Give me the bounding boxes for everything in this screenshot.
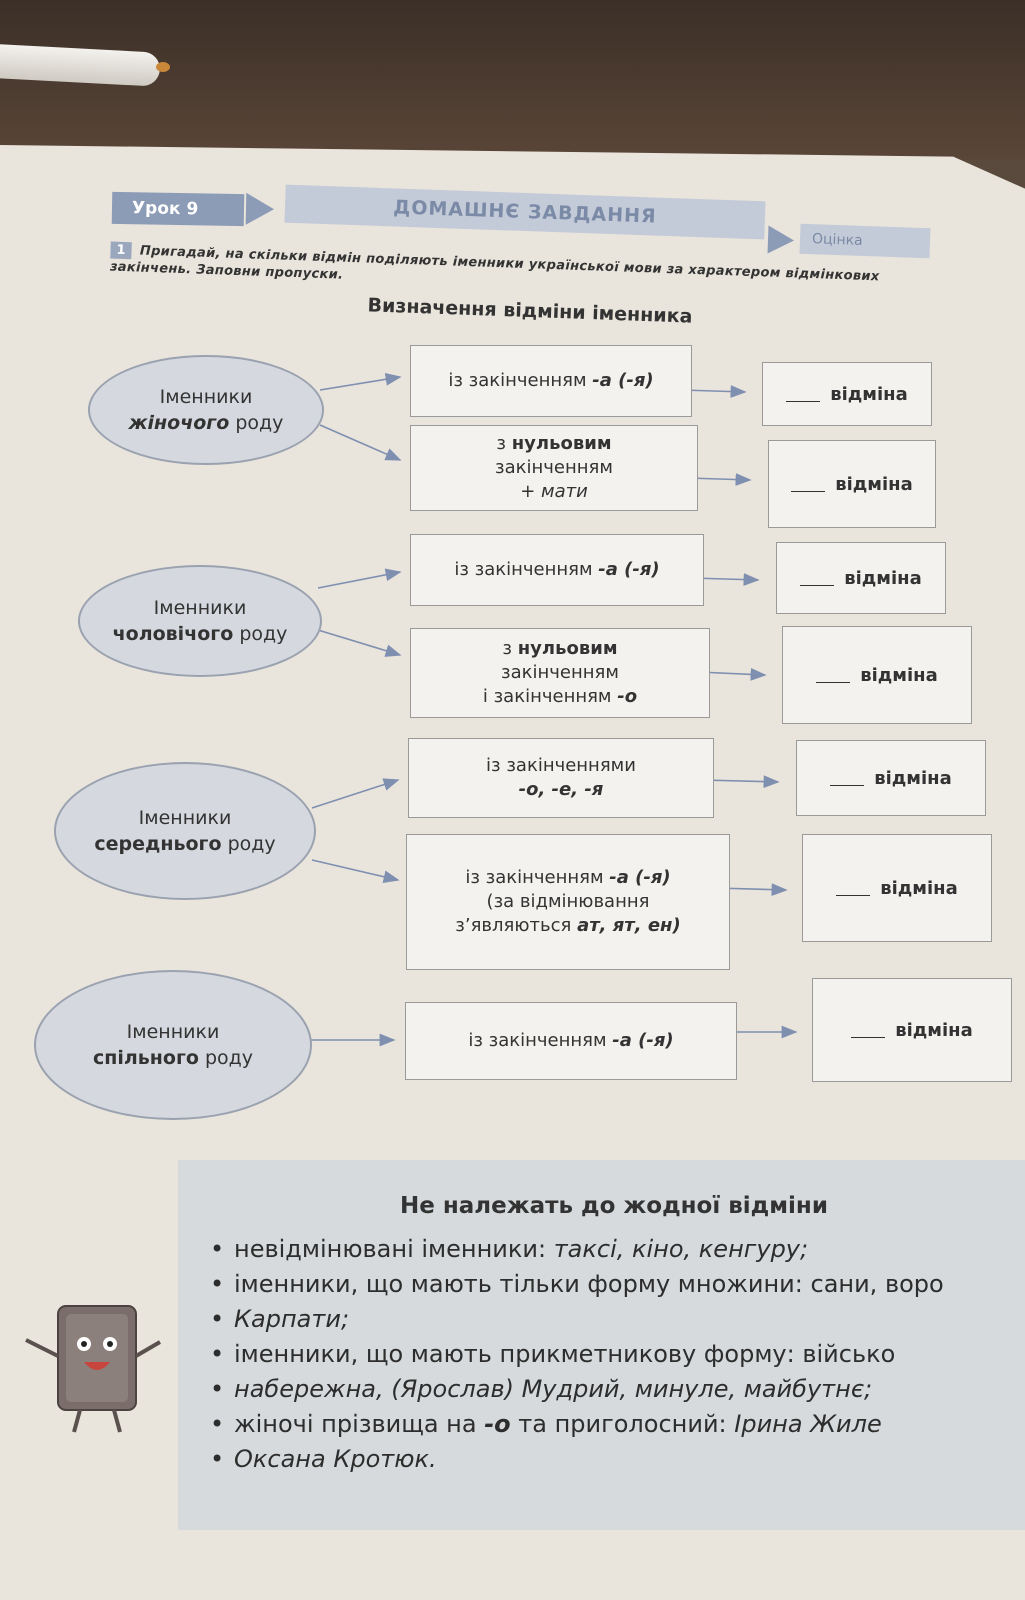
info-item: жіночі прізвища на -о та приголосний: Ір… <box>210 1407 1025 1442</box>
ending-suffix: -а (-я) <box>609 867 671 888</box>
info-text: жіночі прізвища на <box>234 1410 485 1438</box>
ending-text: із закінченням <box>465 867 604 888</box>
ending-box-feminine-2: з нульовим закінченням + мати <box>410 425 698 511</box>
group-neuter: Іменники середнього роду <box>54 762 316 900</box>
info-item-continued: Карпати; <box>210 1302 1025 1337</box>
ending-box-neuter-1: із закінченнями -о, -е, -я <box>408 738 714 818</box>
info-bold: -о <box>484 1410 511 1438</box>
group-common: Іменники спільного роду <box>34 970 312 1120</box>
declension-answer-6[interactable]: відміна <box>802 834 992 942</box>
declension-label: відміна <box>895 1019 973 1041</box>
info-text: та приголосний: <box>510 1410 735 1438</box>
declension-answer-7[interactable]: відміна <box>812 978 1012 1082</box>
group-suffix: роду <box>235 412 284 434</box>
ending-box-common-1: із закінченням -а (-я) <box>405 1002 737 1080</box>
declension-label: відміна <box>844 567 922 589</box>
group-masculine: Іменники чоловічого роду <box>78 565 322 677</box>
group-label: Іменники <box>126 1021 220 1043</box>
ending-text: із закінченнями <box>486 755 636 776</box>
ending-box-neuter-2: із закінченням -а (-я) (за відмінювання … <box>406 834 730 970</box>
task-number: 1 <box>110 241 133 260</box>
info-example: таксі, кіно, кенгуру; <box>553 1235 809 1263</box>
declension-answer-2[interactable]: відміна <box>768 440 936 528</box>
info-item-continued: набережна, (Ярослав) Мудрий, минуле, май… <box>210 1372 1025 1407</box>
declension-answer-4[interactable]: відміна <box>782 626 972 724</box>
ending-text: з <box>496 433 506 454</box>
ending-suffix: -а (-я) <box>598 559 660 580</box>
answer-blank[interactable] <box>851 1023 886 1038</box>
declension-label: відміна <box>874 767 952 789</box>
ending-text: із закінченням <box>468 1030 607 1051</box>
lesson-tag: Урок 9 <box>111 191 245 227</box>
ending-text: закінченням <box>495 457 613 478</box>
pen-tip <box>156 62 170 72</box>
book-mascot-icon <box>25 1305 162 1433</box>
group-label: Іменники <box>159 386 253 408</box>
info-item-continued: Оксана Кротюк. <box>210 1442 1025 1477</box>
desk-background <box>0 0 1025 160</box>
group-feminine: Іменники жіночого роду <box>88 355 324 465</box>
info-example: Карпати; <box>234 1305 350 1333</box>
ending-box-feminine-1: із закінченням -а (-я) <box>410 345 692 417</box>
declension-label: відміна <box>860 664 938 686</box>
declension-answer-5[interactable]: відміна <box>796 740 986 816</box>
answer-blank[interactable] <box>786 387 821 402</box>
ending-box-masculine-2: з нульовим закінченням і закінченням -о <box>410 628 710 718</box>
grade-box: Оцінка <box>799 223 931 259</box>
ending-suffix: ат, ят, ен) <box>577 915 681 936</box>
declension-label: відміна <box>880 877 958 899</box>
ending-suffix: -о, -е, -я <box>518 779 604 800</box>
group-label: Іменники <box>153 597 247 619</box>
ending-suffix: -а (-я) <box>612 1030 674 1051</box>
info-title: Не належать до жодної відміни <box>400 1193 828 1219</box>
declension-answer-1[interactable]: відміна <box>762 362 932 426</box>
answer-blank[interactable] <box>836 881 871 896</box>
group-suffix: роду <box>204 1047 254 1069</box>
grade-arrow-icon <box>767 225 795 255</box>
ending-box-masculine-1: із закінченням -а (-я) <box>410 534 704 606</box>
ending-suffix: -о <box>617 686 638 707</box>
answer-blank[interactable] <box>816 668 851 683</box>
info-item: невідмінювані іменники: таксі, кіно, кен… <box>210 1232 1025 1267</box>
info-item: іменники, що мають прикметникову форму: … <box>210 1337 1025 1372</box>
ending-suffix: -а (-я) <box>592 370 654 391</box>
group-suffix: роду <box>239 623 288 645</box>
info-item: іменники, що мають тільки форму множини:… <box>210 1267 1025 1302</box>
ending-text: закінченням <box>501 662 619 683</box>
info-example: Оксана Кротюк. <box>234 1445 437 1473</box>
ending-text: із закінченням <box>448 370 587 391</box>
group-gender: спільного <box>92 1047 199 1069</box>
group-suffix: роду <box>227 833 276 855</box>
info-list: невідмінювані іменники: таксі, кіно, кен… <box>210 1232 1025 1477</box>
ending-text: із закінченням <box>454 559 593 580</box>
group-label: Іменники <box>138 807 232 829</box>
answer-blank[interactable] <box>800 571 835 586</box>
answer-blank[interactable] <box>830 771 865 786</box>
declension-label: відміна <box>835 473 913 495</box>
answer-blank[interactable] <box>791 477 826 492</box>
info-text: іменники, що мають прикметникову форму: … <box>234 1340 896 1368</box>
group-gender: жіночого <box>128 412 230 434</box>
info-text: іменники, що мають тільки форму множини:… <box>234 1270 944 1298</box>
ending-text: і закінченням <box>482 686 612 707</box>
info-text: невідмінювані іменники: <box>234 1235 554 1263</box>
declension-label: відміна <box>830 383 908 405</box>
group-gender: середнього <box>94 833 222 855</box>
lesson-arrow-icon <box>245 192 275 226</box>
ending-text: з <box>502 638 512 659</box>
ending-text: (за відмінювання <box>486 891 650 912</box>
ending-bold: нульовим <box>511 433 612 454</box>
ending-bold: нульовим <box>517 638 618 659</box>
group-gender: чоловічого <box>112 623 234 645</box>
declension-answer-3[interactable]: відміна <box>776 542 946 614</box>
info-example: набережна, (Ярослав) Мудрий, минуле, май… <box>234 1375 873 1403</box>
info-example: Ірина Жиле <box>734 1410 882 1438</box>
ending-extra: + мати <box>520 481 588 502</box>
ending-text: з’являються <box>455 915 572 936</box>
